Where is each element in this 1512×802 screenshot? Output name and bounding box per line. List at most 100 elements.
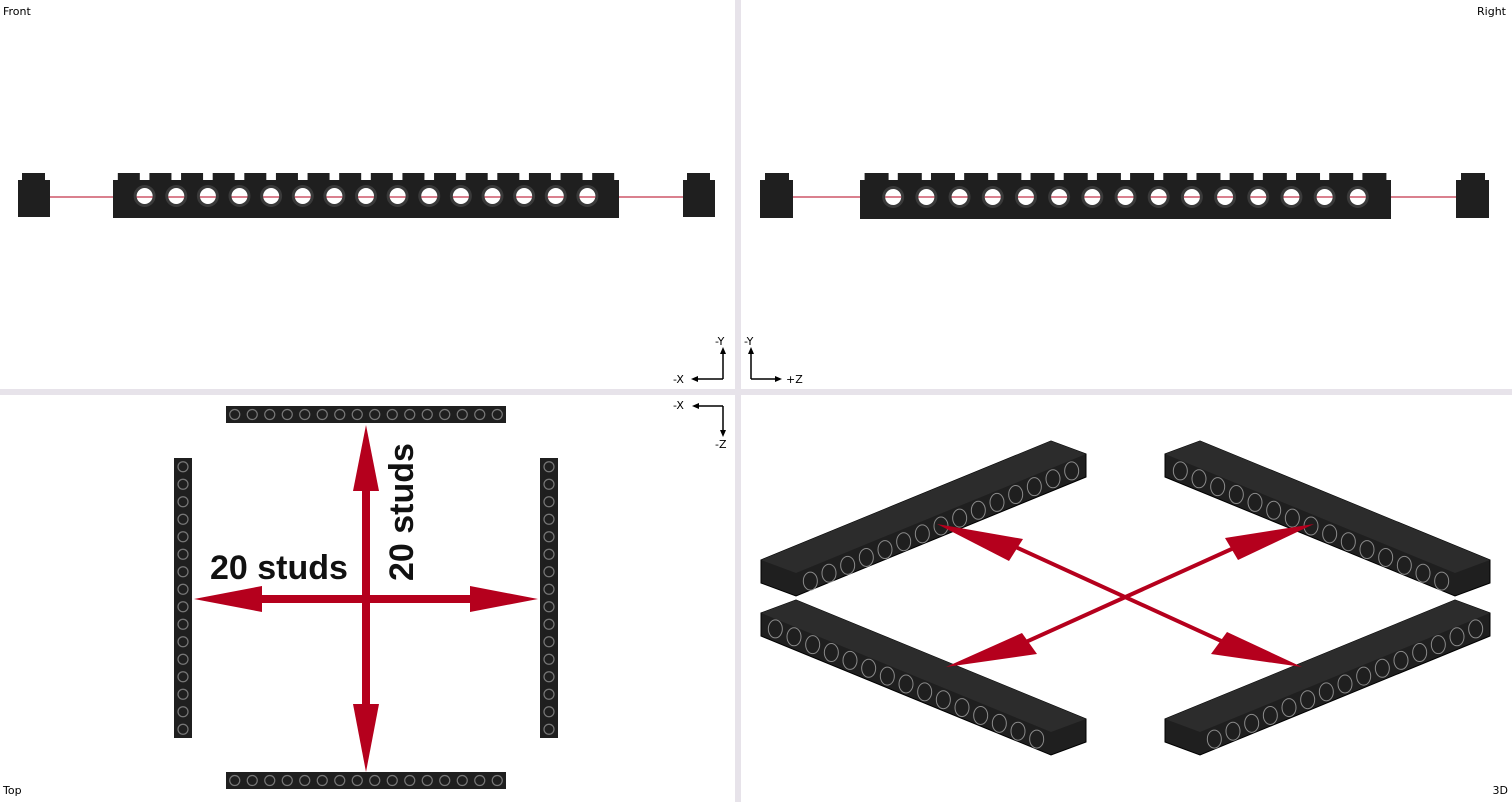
pin-hole [821, 563, 837, 583]
stud [1229, 173, 1254, 180]
technic-beam-bottom[interactable] [226, 772, 506, 789]
technic-beam-back-right[interactable] [1164, 440, 1491, 597]
dimension-label-horizontal: 20 studs [210, 549, 348, 587]
stud [1096, 173, 1121, 180]
pin-hole-inner [389, 188, 406, 204]
dimension-arrow-diagonal-1 [937, 524, 1302, 667]
pin-hole [989, 492, 1005, 512]
stud [177, 513, 189, 525]
stud [246, 408, 258, 421]
dimension-arrow-vertical [353, 425, 379, 772]
pin-hole [861, 658, 877, 678]
stud [560, 173, 583, 180]
stud [149, 173, 172, 180]
stud [1262, 173, 1287, 180]
stud [334, 774, 346, 787]
stud [299, 774, 311, 787]
stud [281, 408, 293, 421]
stud [281, 774, 293, 787]
stud [177, 566, 189, 578]
stud [543, 548, 555, 560]
pin-hole [1396, 555, 1412, 575]
dimension-arrow-diagonal-2 [946, 524, 1314, 667]
pin-hole [1337, 674, 1353, 694]
top-view-canvas[interactable]: 20 studs 20 studs [0, 395, 735, 802]
viewport-right[interactable]: Right -Y +Z [741, 0, 1512, 389]
stud [229, 774, 241, 787]
stud [964, 173, 989, 180]
stud [543, 531, 555, 543]
pin-hole [1008, 485, 1024, 505]
stud [316, 408, 328, 421]
stud [177, 688, 189, 700]
right-view-canvas[interactable] [741, 0, 1512, 389]
pin-hole [1434, 571, 1450, 591]
stud [351, 774, 363, 787]
technic-beam-left[interactable] [174, 458, 192, 738]
technic-beam-front-left[interactable] [760, 599, 1087, 756]
pin-hole [1393, 650, 1409, 670]
technic-beam-front-right[interactable] [1164, 599, 1491, 756]
technic-beam-back-left[interactable] [760, 440, 1087, 597]
pin-hole [898, 674, 914, 694]
stud [930, 173, 955, 180]
pin-hole [858, 547, 874, 567]
pin-hole [917, 682, 933, 702]
stud [543, 636, 555, 648]
stud [456, 408, 468, 421]
pin-hole [1029, 729, 1045, 749]
viewport-label-right: Right [1477, 5, 1506, 18]
stud [456, 774, 468, 787]
stud [212, 173, 235, 180]
technic-beam-top[interactable] [226, 406, 506, 423]
stud [997, 173, 1022, 180]
stud [370, 173, 393, 180]
brick-1x1-right[interactable] [683, 173, 715, 217]
3d-view-canvas[interactable] [741, 395, 1512, 802]
pin-hole [1340, 532, 1356, 552]
stud [1163, 173, 1188, 180]
stud [474, 774, 486, 787]
brick-1x1-left[interactable] [18, 173, 50, 217]
pin-hole [1415, 563, 1431, 583]
stud [177, 706, 189, 718]
brick-1x1-left[interactable] [760, 173, 793, 218]
stud [386, 774, 398, 787]
pin-hole-inner [263, 188, 280, 204]
viewport-3d[interactable]: 3D [741, 395, 1512, 802]
stud [543, 601, 555, 613]
viewport-top[interactable]: Top 20 studs 20 studs -X -Z [0, 395, 735, 802]
pin-hole [1247, 492, 1263, 512]
stud [543, 566, 555, 578]
stud [177, 478, 189, 490]
stud [334, 408, 346, 421]
stud [434, 173, 457, 180]
stud [177, 461, 189, 473]
pin-hole [1378, 547, 1394, 567]
technic-beam-1x16[interactable] [113, 173, 619, 218]
pin-hole [1026, 477, 1042, 497]
front-view-canvas[interactable] [0, 0, 735, 389]
stud [404, 774, 416, 787]
stud [177, 653, 189, 665]
viewport-front[interactable]: Front -Y -X [0, 0, 735, 389]
viewport-label-3d: 3D [1492, 784, 1508, 797]
stud [592, 173, 615, 180]
viewport-label-front: Front [3, 5, 31, 18]
stud [543, 653, 555, 665]
technic-beam-right[interactable] [540, 458, 558, 738]
stud [474, 408, 486, 421]
brick-1x1-right[interactable] [1456, 173, 1489, 218]
pin-hole [1266, 500, 1282, 520]
pin-hole [1449, 627, 1465, 647]
pin-hole-inner [294, 188, 311, 204]
stud [177, 531, 189, 543]
stud [543, 671, 555, 683]
stud [528, 173, 551, 180]
pin-hole [991, 713, 1007, 733]
technic-beam-1x16[interactable] [860, 173, 1391, 219]
stud [404, 408, 416, 421]
stud [897, 173, 922, 180]
stud [244, 173, 267, 180]
stud [177, 636, 189, 648]
